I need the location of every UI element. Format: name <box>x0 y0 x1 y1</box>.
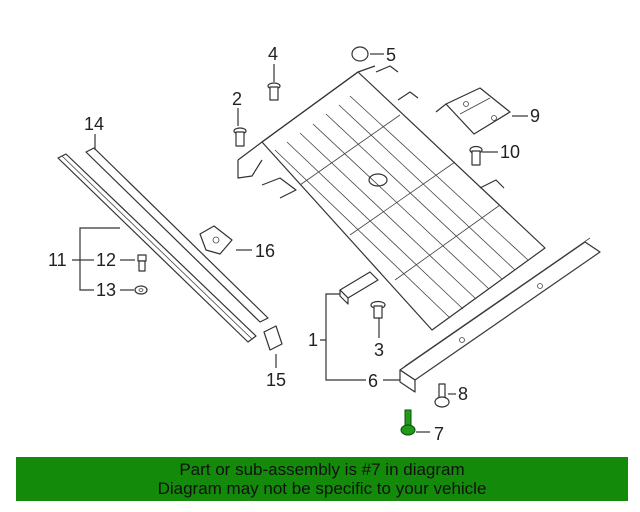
callout-12: 12 <box>96 250 116 270</box>
callout-9: 9 <box>530 106 540 126</box>
callout-13: 13 <box>96 280 116 300</box>
callout-7: 7 <box>434 424 444 444</box>
callout-6: 6 <box>368 371 378 391</box>
callout-14: 14 <box>84 114 104 134</box>
banner-line-1: Part or sub-assembly is #7 in diagram <box>179 460 465 479</box>
callout-5: 5 <box>386 45 396 65</box>
callout-3: 3 <box>374 340 384 360</box>
part-16-clip[interactable] <box>199 225 233 255</box>
part-2-bolt[interactable] <box>233 127 247 147</box>
bed-mount-bracket[interactable] <box>339 271 379 305</box>
part-10-bolt[interactable] <box>469 145 483 166</box>
side-trim-strip[interactable] <box>57 153 257 343</box>
highlight-banner: Part or sub-assembly is #7 in diagram Di… <box>16 457 628 501</box>
part-13-washer[interactable] <box>134 285 148 295</box>
banner-line-2: Diagram may not be specific to your vehi… <box>157 479 487 498</box>
part-15-clip[interactable] <box>263 325 283 351</box>
bed-side-rail[interactable] <box>399 237 601 393</box>
callout-16: 16 <box>255 241 275 261</box>
callout-15: 15 <box>266 370 286 390</box>
callout-8: 8 <box>458 384 468 404</box>
part-3-bolt[interactable] <box>370 300 386 319</box>
part-5-plug[interactable] <box>351 46 369 62</box>
part-12-bolt[interactable] <box>137 254 147 272</box>
callout-4: 4 <box>268 44 278 64</box>
callout-2: 2 <box>232 89 242 109</box>
parts-diagram: 1 2 3 4 5 6 7 8 9 10 11 12 13 14 15 16 <box>48 44 601 444</box>
callout-11: 11 <box>48 250 67 270</box>
side-seal-strip[interactable] <box>85 147 269 323</box>
bed-floor-panel[interactable] <box>237 65 546 331</box>
part-4-bolt[interactable] <box>267 82 281 101</box>
part-7-bolt-highlighted[interactable] <box>400 409 416 436</box>
callout-10: 10 <box>500 142 520 162</box>
part-9-bracket[interactable] <box>445 87 511 135</box>
leader-lines <box>72 53 528 433</box>
callout-1: 1 <box>308 330 318 350</box>
part-8-bolt[interactable] <box>434 383 450 408</box>
